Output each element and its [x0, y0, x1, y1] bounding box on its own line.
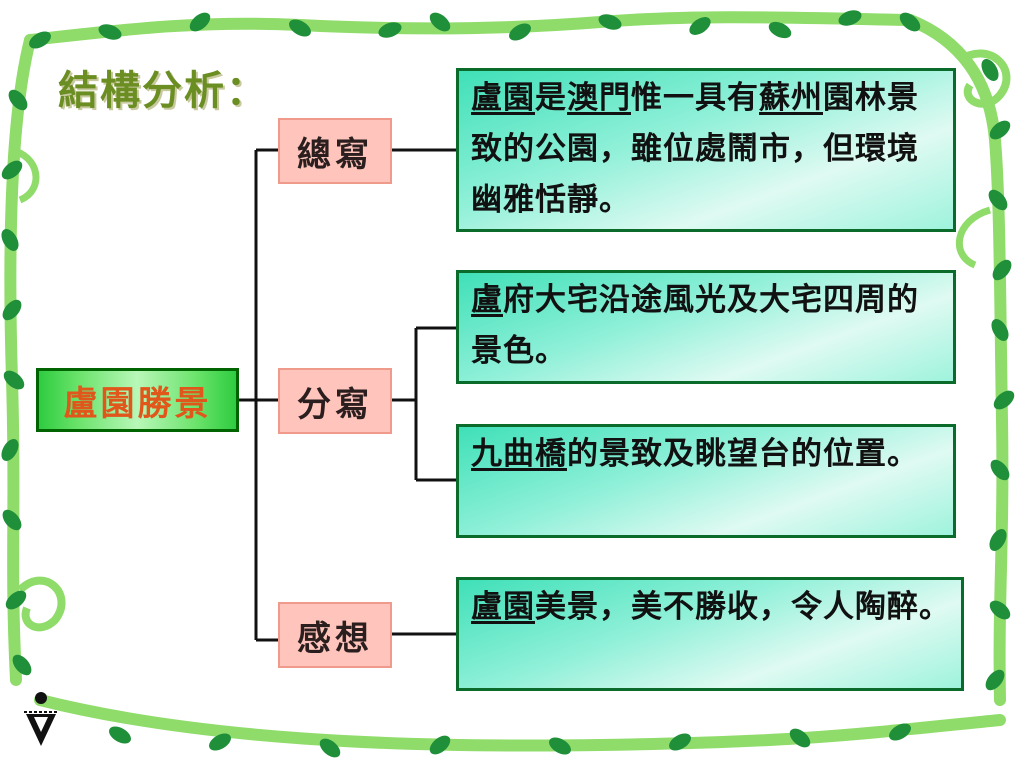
leaf-icon — [429, 12, 451, 32]
leaf-icon — [2, 509, 22, 531]
leaf-icon — [989, 600, 1011, 620]
leaf-icon — [981, 59, 999, 81]
leaf-icon — [991, 319, 1009, 341]
page-title: 結構分析： — [58, 67, 268, 114]
leaf-icon — [12, 654, 32, 676]
leaf-icon — [378, 22, 402, 38]
leaf-icon — [990, 459, 1010, 481]
detail-box-3: 九曲橋的景致及眺望台的位置。 — [456, 424, 956, 538]
leaf-icon — [319, 738, 341, 758]
leaf-icon — [509, 23, 531, 41]
underlined-term: 澳門 — [567, 80, 631, 116]
leaf-icon — [992, 259, 1012, 281]
leaf-icon — [1, 229, 19, 251]
detail-text: 美景，美不勝收，令人陶醉。 — [535, 589, 951, 625]
detail-text: 的景致及眺望台的位置。 — [567, 436, 919, 472]
underlined-term: 九曲橋 — [471, 436, 567, 472]
leaf-icon — [98, 24, 122, 40]
detail-box-1: 盧園是澳門惟一具有蘇州園林景致的公園，雖位處鬧市，但環境幽雅恬靜。 — [456, 68, 956, 232]
branch-details: 分寫 — [278, 368, 392, 434]
leaf-icon — [8, 89, 28, 111]
leaf-icon — [549, 737, 571, 755]
leaf-icon — [429, 735, 451, 755]
leaf-icon — [598, 14, 622, 30]
leaf-icon — [289, 19, 311, 37]
detail-text: 府大宅沿途風光及大宅四周的景色。 — [471, 282, 919, 369]
branch-reflection: 感想 — [278, 602, 392, 668]
detail-box-4: 盧園美景，美不勝收，令人陶醉。 — [456, 577, 964, 691]
leaf-icon — [189, 12, 211, 32]
leaf-icon — [985, 669, 1005, 691]
leaf-icon — [209, 733, 231, 751]
leaf-icon — [669, 733, 691, 751]
leaf-icon — [29, 31, 51, 49]
underlined-term: 蘇州 — [759, 80, 823, 116]
detail-box-2: 盧府大宅沿途風光及大宅四周的景色。 — [456, 270, 956, 384]
underlined-term: 盧 — [471, 282, 503, 318]
detail-text: 園林景致的公園，雖位處鬧市，但環境幽雅恬靜。 — [471, 80, 919, 218]
leaf-icon — [109, 726, 131, 744]
leaf-icon — [993, 390, 1015, 410]
leaf-icon — [689, 17, 711, 35]
detail-text: 是 — [535, 80, 567, 116]
leaf-icon — [838, 10, 862, 26]
logo-icon — [24, 692, 58, 746]
leaf-icon — [789, 728, 811, 748]
leaf-icon — [1, 439, 19, 461]
underlined-term: 盧園 — [471, 80, 535, 116]
underlined-term: 盧園 — [471, 589, 535, 625]
leaf-icon — [3, 370, 25, 390]
leaf-icon — [988, 189, 1008, 211]
leaf-icon — [899, 12, 921, 32]
leaf-icon — [5, 590, 27, 610]
leaf-icon — [768, 21, 792, 39]
leaf-icon — [889, 723, 911, 741]
leaf-icon — [1, 160, 23, 180]
leaf-icon — [989, 120, 1011, 140]
branch-overview: 總寫 — [278, 118, 392, 184]
leaf-icon — [2, 299, 22, 321]
root-node: 盧園勝景 — [36, 368, 239, 432]
detail-text: 惟一具有 — [631, 80, 759, 116]
leaf-icon — [989, 529, 1007, 551]
